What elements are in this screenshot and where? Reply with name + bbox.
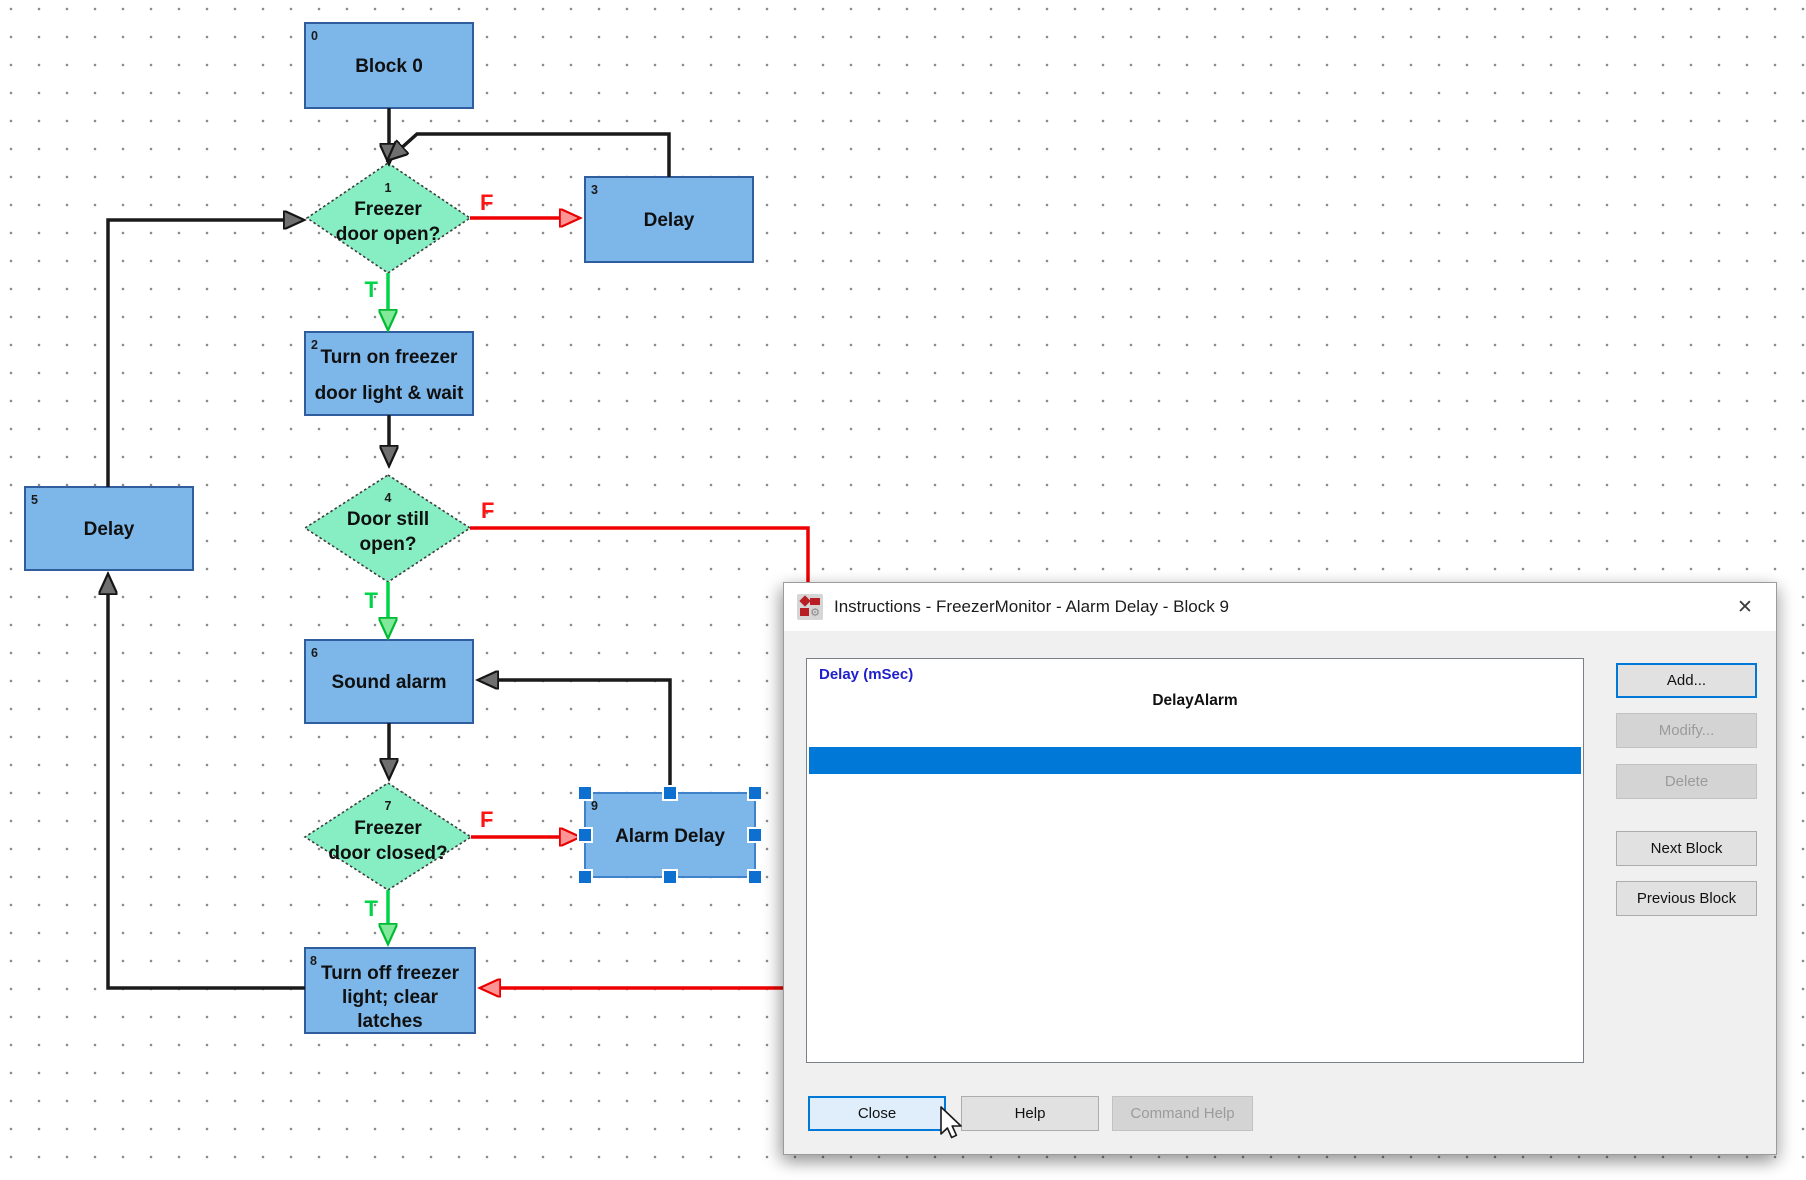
block-6-label: Sound alarm	[331, 672, 446, 693]
selected-instruction-row[interactable]	[809, 747, 1581, 774]
previous-block-button[interactable]: Previous Block	[1616, 881, 1757, 916]
instructions-dialog: ⚙ Instructions - FreezerMonitor - Alarm …	[783, 582, 1777, 1155]
block-3-number: 3	[591, 183, 598, 197]
block-8-label-line1: Turn off freezer	[321, 963, 460, 984]
add-button[interactable]: Add...	[1616, 663, 1757, 698]
decision-4-line2: open?	[360, 534, 417, 555]
instruction-list[interactable]: Delay (mSec) DelayAlarm	[806, 658, 1584, 1063]
block-8-label-line3: latches	[357, 1011, 422, 1032]
selection-handles[interactable]	[577, 785, 763, 885]
help-button[interactable]: Help	[961, 1096, 1099, 1131]
block-9-number: 9	[591, 799, 598, 813]
block-6-sound-alarm[interactable]: 6 Sound alarm	[304, 639, 474, 724]
command-help-button[interactable]: Command Help	[1112, 1096, 1253, 1131]
branch-label-true-7: T	[365, 896, 379, 921]
edge-block9-to-block6[interactable]	[492, 680, 672, 793]
block-3-delay[interactable]: 3 Delay	[584, 176, 754, 263]
block-5-label: Delay	[84, 519, 135, 540]
close-button[interactable]: Close	[808, 1096, 946, 1131]
branch-label-false-1: F	[480, 190, 493, 215]
mouse-cursor	[938, 1106, 964, 1147]
decision-1-line1: Freezer	[354, 199, 422, 220]
branch-label-true-4: T	[365, 588, 379, 613]
decision-7-number: 7	[385, 799, 392, 813]
branch-label-false-4: F	[481, 498, 494, 523]
modify-button[interactable]: Modify...	[1616, 713, 1757, 748]
block-8-turn-off-light[interactable]: 8 Turn off freezer light; clear latches	[304, 947, 476, 1034]
block-8-number: 8	[310, 954, 317, 968]
block-0-label: Block 0	[355, 56, 423, 77]
branch-label-true-1: T	[365, 277, 379, 302]
edge-block8-to-block5[interactable]	[108, 588, 305, 990]
block-2-label-line2: door light & wait	[315, 383, 464, 404]
dialog-titlebar[interactable]: ⚙ Instructions - FreezerMonitor - Alarm …	[784, 583, 1776, 631]
block-2-turn-on-light[interactable]: 2 Turn on freezer door light & wait	[304, 331, 474, 416]
decision-4-door-still-open[interactable]: 4 Door still open?	[303, 474, 472, 583]
block-0[interactable]: 0 Block 0	[304, 22, 474, 109]
next-block-button[interactable]: Next Block	[1616, 831, 1757, 866]
decision-1-number: 1	[385, 181, 392, 195]
decision-4-number: 4	[385, 491, 392, 505]
decision-7-line2: door closed?	[328, 843, 447, 864]
app-flowchart-icon: ⚙	[797, 594, 823, 620]
dialog-title: Instructions - FreezerMonitor - Alarm De…	[834, 597, 1229, 616]
block-9-alarm-delay-selected[interactable]: 9 Alarm Delay	[577, 785, 763, 885]
decision-7-freezer-door-closed[interactable]: 7 Freezer door closed?	[303, 782, 473, 891]
instruction-name: DelayAlarm	[1152, 692, 1238, 709]
dialog-close-icon[interactable]: ✕	[1724, 589, 1766, 625]
block-2-label-line1: Turn on freezer	[321, 347, 458, 368]
edge-block3-to-decision1[interactable]	[398, 132, 671, 177]
branch-label-false-7: F	[480, 807, 493, 832]
edge-decision4-false-to-block8[interactable]	[470, 526, 810, 988]
block-3-label: Delay	[644, 210, 695, 231]
block-0-number: 0	[311, 29, 318, 43]
block-6-number: 6	[311, 646, 318, 660]
block-5-number: 5	[31, 493, 38, 507]
block-8-label-line2: light; clear	[342, 987, 439, 1008]
instruction-list-header: Delay (mSec)	[819, 666, 914, 683]
decision-1-line2: door open?	[336, 224, 440, 245]
block-9-label: Alarm Delay	[615, 826, 725, 847]
decision-7-line1: Freezer	[354, 818, 422, 839]
decision-4-line1: Door still	[347, 509, 429, 530]
block-5-delay[interactable]: 5 Delay	[24, 486, 194, 571]
decision-1-freezer-door-open[interactable]: 1 Freezer door open?	[305, 162, 472, 274]
delete-button[interactable]: Delete	[1616, 764, 1757, 799]
block-2-number: 2	[311, 338, 318, 352]
edge-block5-to-decision1[interactable]	[106, 220, 290, 487]
